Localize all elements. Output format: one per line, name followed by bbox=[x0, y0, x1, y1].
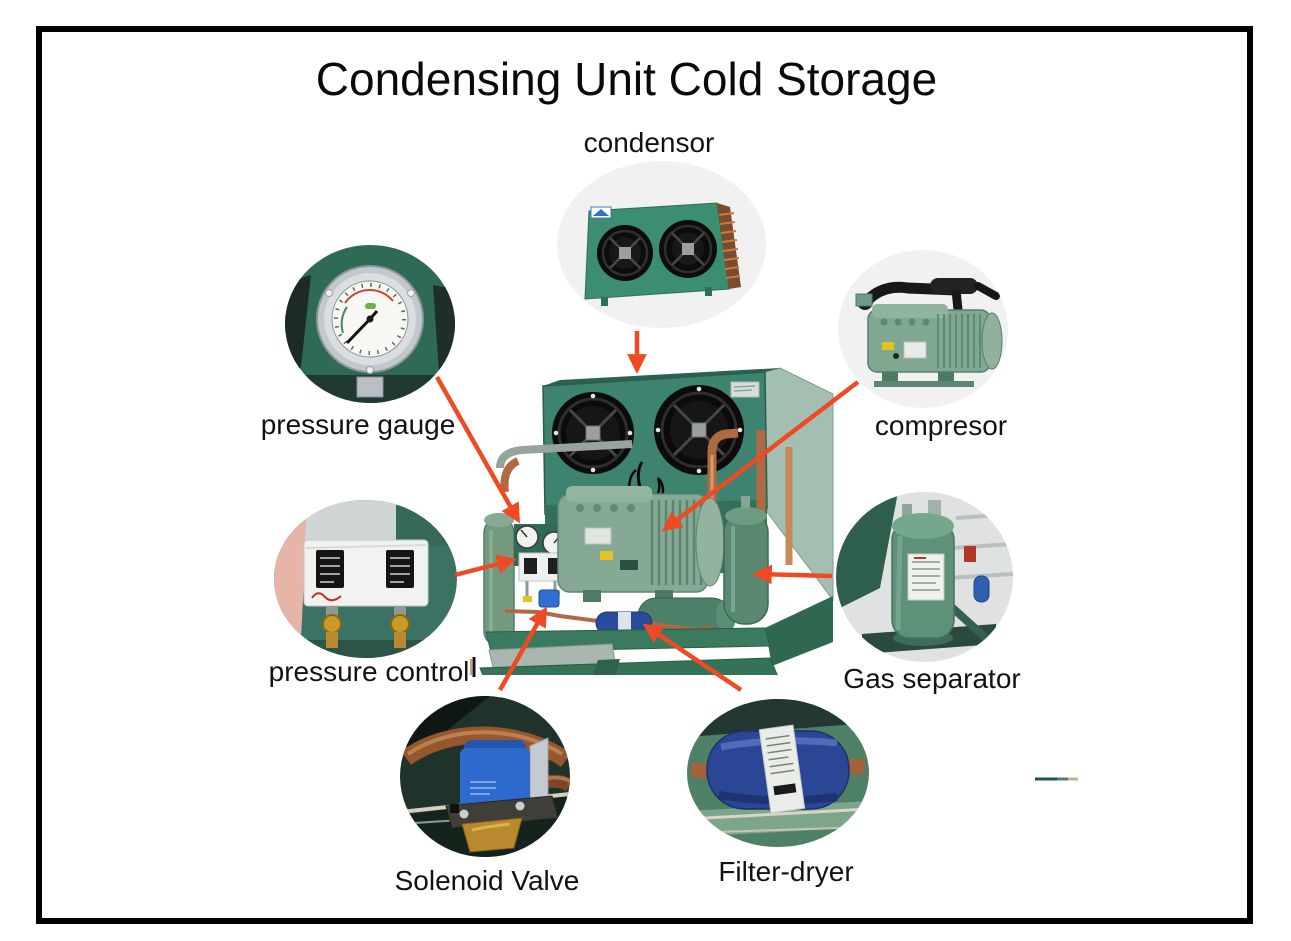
pressure-gauge-photo bbox=[285, 245, 455, 403]
callout-pressure-control bbox=[274, 500, 457, 658]
compressor-photo bbox=[855, 278, 1003, 387]
callout-filter-dryer bbox=[687, 699, 869, 847]
label-gas-separator: Gas separator bbox=[843, 663, 1021, 694]
callout-compresor bbox=[838, 250, 1008, 408]
page-title: Condensing Unit Cold Storage bbox=[315, 53, 938, 105]
condenser-photo bbox=[584, 202, 741, 306]
callout-gas-separator bbox=[836, 492, 1013, 662]
callout-solenoid-valve bbox=[400, 696, 570, 857]
label-solenoid-valve: Solenoid Valve bbox=[394, 865, 580, 896]
outer-border bbox=[36, 26, 1253, 924]
label-condensor: condensor bbox=[583, 127, 715, 158]
gas-separator-photo bbox=[836, 492, 1013, 662]
label-compresor: compresor bbox=[874, 410, 1008, 441]
callout-condensor bbox=[557, 161, 766, 328]
label-filter-dryer: Filter-dryer bbox=[718, 856, 854, 887]
callout-pressure-gauge bbox=[285, 245, 455, 403]
label-pressure-control: pressure control bbox=[268, 656, 470, 687]
label-pressure-gauge: pressure gauge bbox=[260, 409, 456, 440]
filter-dryer-photo bbox=[687, 699, 869, 847]
solenoid-valve-photo bbox=[400, 696, 570, 857]
pressure-control-photo bbox=[274, 500, 457, 658]
